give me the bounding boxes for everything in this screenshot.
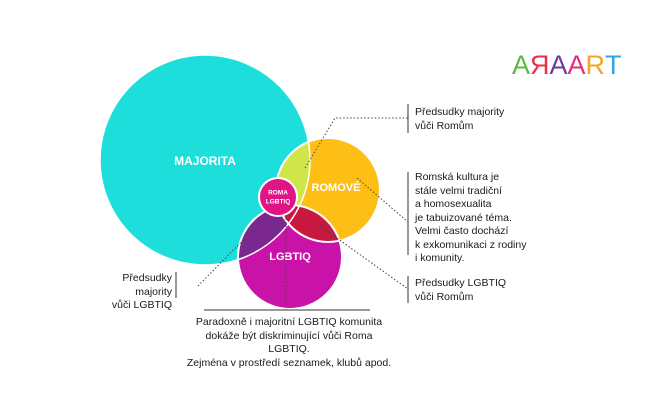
logo-letter: A — [567, 50, 586, 80]
romove-label: ROMOVÉ — [312, 181, 361, 194]
lgbtiq-label: LGBTIQ — [269, 251, 311, 263]
logo-letter: T — [605, 50, 622, 80]
connector-bottom-right — [319, 225, 409, 290]
connector-middle-right — [356, 177, 409, 223]
note-bottom: Paradoxně i majoritní LGBTIQ komunita do… — [186, 316, 392, 369]
overlap-romove-lgbtiq — [276, 205, 342, 242]
logo-letter: A — [512, 50, 531, 80]
note-bottom-right: Předsudky LGBTIQ vůči Romům — [415, 277, 507, 303]
roma-lgbtiq-label-1: ROMA — [268, 190, 288, 197]
note-left: Předsudky majority vůči LGBTIQ — [111, 272, 172, 311]
connector-left — [197, 229, 254, 287]
logo-letter: A — [549, 50, 568, 80]
roma-lgbtiq-label-2: LGBTIQ — [266, 199, 291, 206]
note-top-right: Předsudky majority vůči Romům — [415, 106, 505, 132]
majorita-label: MAJORITA — [174, 154, 236, 168]
majorita-circle — [100, 55, 310, 265]
araart-logo: ARAART — [512, 50, 622, 80]
logo-letter: R — [585, 50, 606, 80]
logo-letter: R — [530, 50, 550, 80]
note-middle-right: Romská kultura je stále velmi tradiční a… — [415, 171, 527, 264]
roma-lgbtiq-circle — [258, 177, 298, 217]
